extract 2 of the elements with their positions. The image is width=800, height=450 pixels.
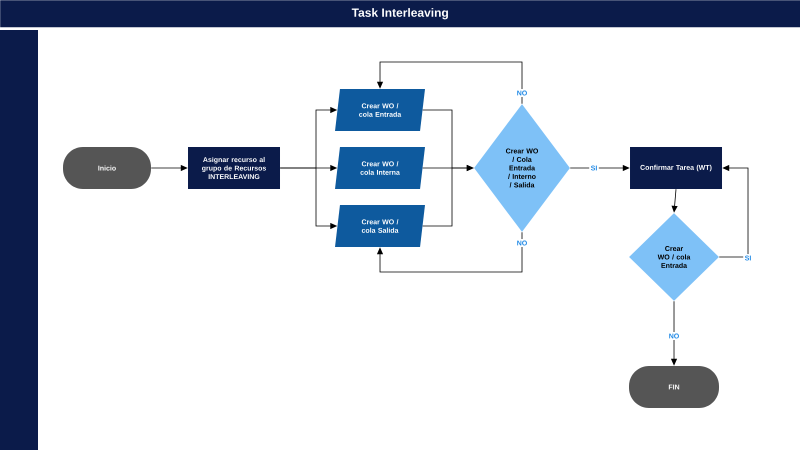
title-bar: Task Interleaving [0,0,800,28]
arrow [376,232,522,272]
